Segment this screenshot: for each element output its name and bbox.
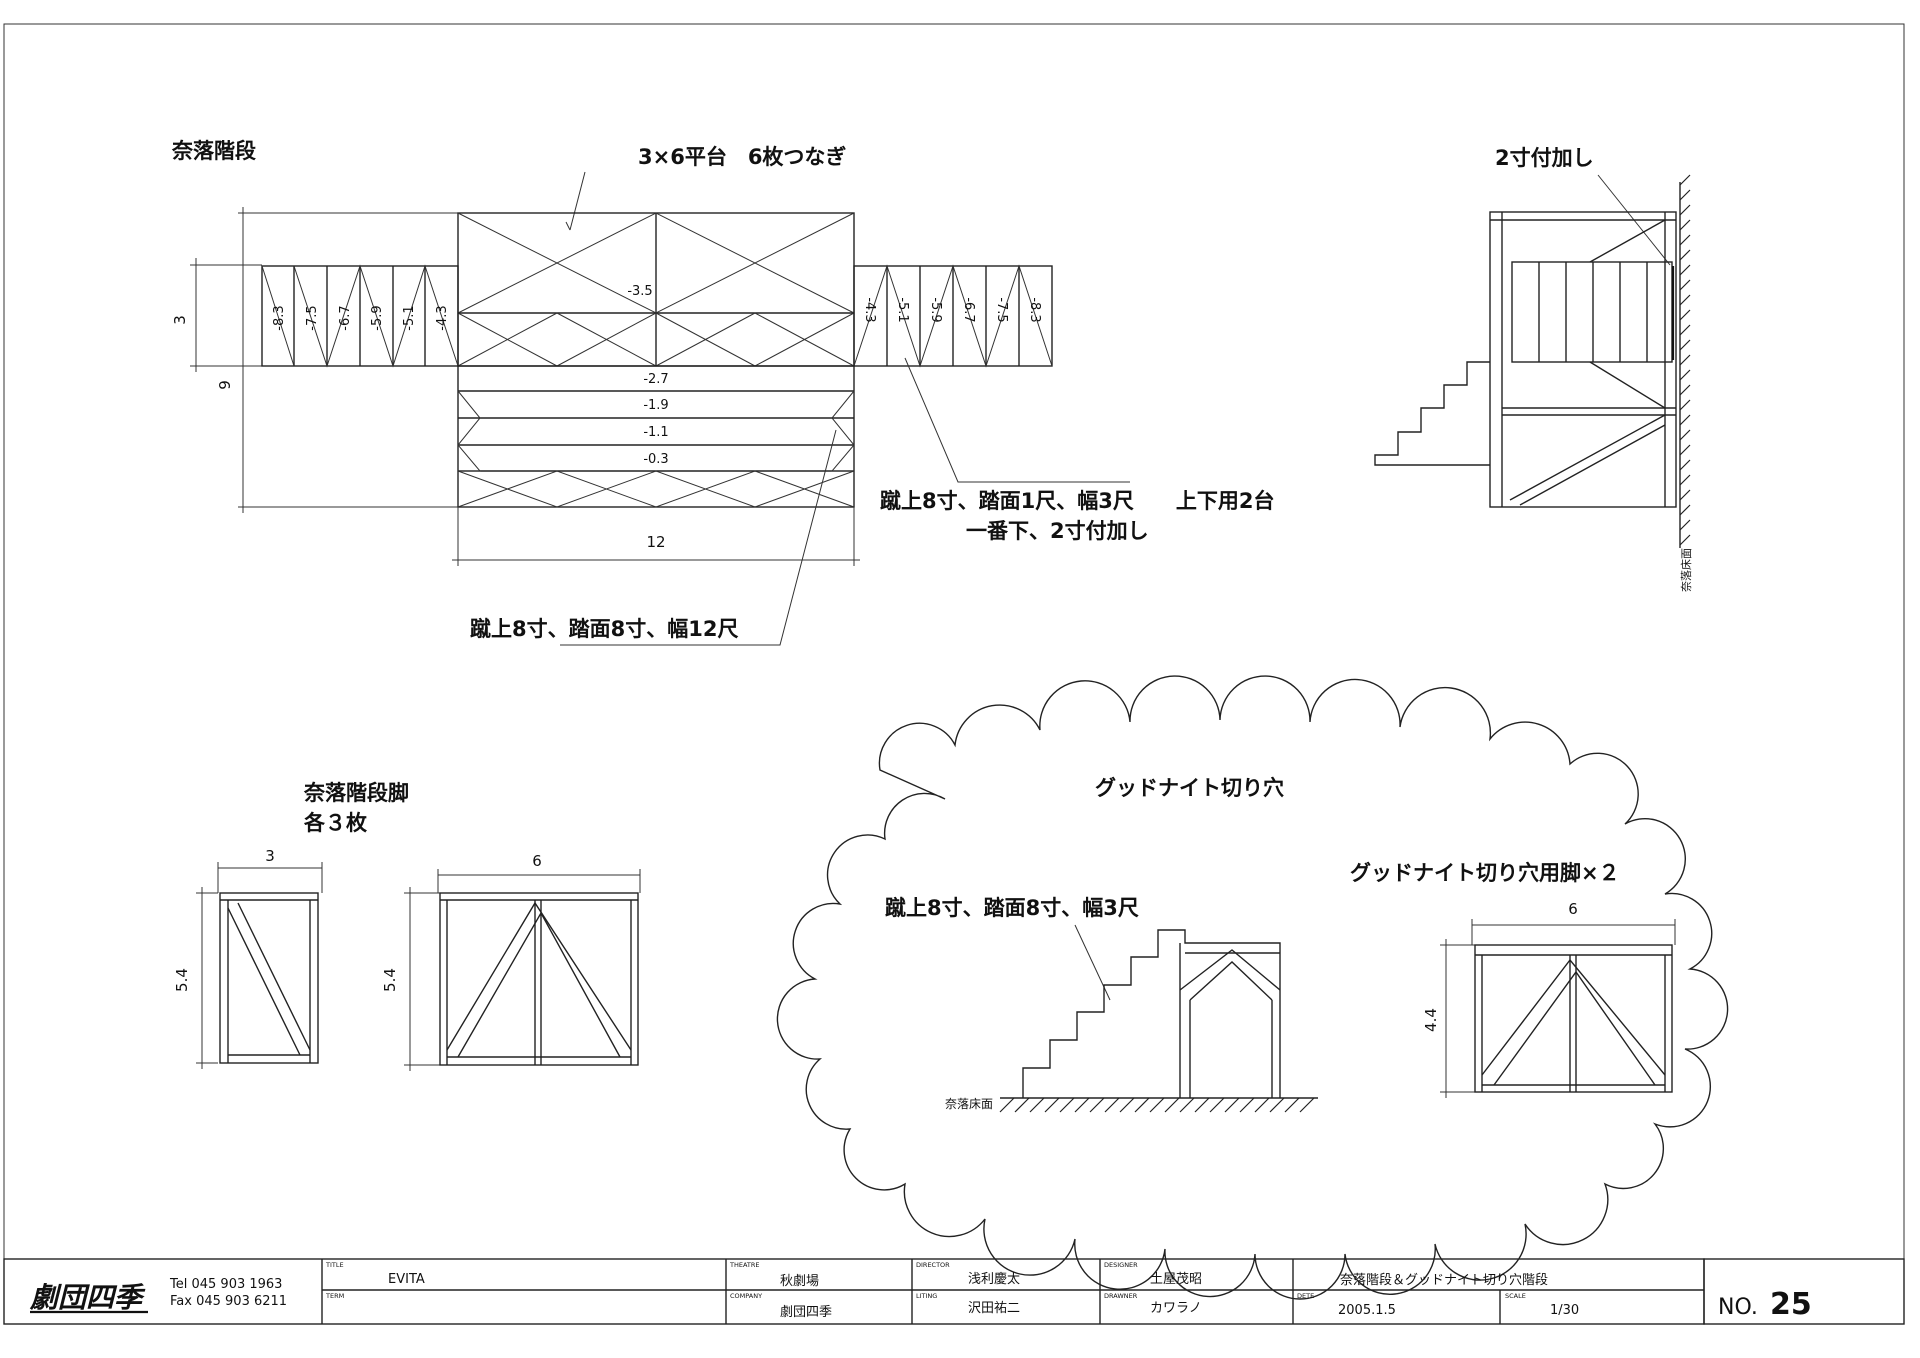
left-step-level: -5.1	[402, 305, 417, 330]
leg2-width: 6	[532, 852, 542, 870]
sheet-number-label: NO.	[1718, 1295, 1758, 1320]
cloud-stair-note: 蹴上8寸、踏面8寸、幅3尺	[885, 896, 1139, 920]
theatre-caption: THEATRE	[729, 1261, 760, 1269]
date-caption: DETE	[1297, 1292, 1314, 1300]
sheet-number: 25	[1770, 1287, 1812, 1322]
scale-caption: SCALE	[1505, 1292, 1526, 1300]
left-step-level: -8.3	[272, 305, 287, 330]
drawer-caption: DRAWNER	[1104, 1292, 1138, 1300]
left-step-level: -5.9	[370, 305, 385, 330]
front-step-level: -0.3	[643, 452, 668, 467]
tel-text: Tel 045 903 1963	[169, 1277, 282, 1292]
right-stair	[853, 264, 1053, 368]
leg1-width: 3	[265, 847, 275, 865]
legs-title-line1: 奈落階段脚	[303, 781, 409, 805]
drawer-value: カワラノ	[1150, 1301, 1202, 1316]
title-nara-stairs: 奈落階段	[171, 139, 256, 163]
note-front-stair: 蹴上8寸、踏面8寸、幅12尺	[470, 617, 738, 641]
fax-text: Fax 045 903 6211	[170, 1294, 287, 1309]
center-level: -3.5	[627, 284, 652, 299]
front-step-level: -2.7	[643, 372, 668, 387]
term-caption: TERM	[325, 1292, 344, 1300]
right-step-level: -5.9	[928, 297, 943, 322]
right-step-level: -5.1	[895, 297, 910, 322]
leg1-height: 5.4	[173, 968, 191, 992]
designer-caption: DESIGNER	[1104, 1261, 1138, 1269]
note-side-stair-line2: 一番下、2寸付加し	[966, 519, 1149, 543]
platform-leader	[569, 171, 586, 231]
leg-frame-6x5.4	[439, 892, 639, 1066]
note-side-stair-line1: 蹴上8寸、踏面1尺、幅3尺 上下用2台	[880, 489, 1274, 513]
cloud-leg-frame	[1474, 944, 1673, 1093]
cloud-leg-title: グッドナイト切り穴用脚×２	[1350, 861, 1620, 885]
theatre-value: 秋劇場	[780, 1274, 819, 1289]
left-stair	[261, 264, 459, 368]
left-step-level: -7.5	[305, 305, 320, 330]
platform-label: 3×6平台 6枚つなぎ	[638, 145, 846, 169]
scale-value: 1/30	[1550, 1303, 1579, 1318]
lighting-value: 沢田祐二	[968, 1301, 1020, 1316]
title-block	[3, 1258, 1905, 1325]
company-value: 劇団四季	[780, 1305, 832, 1320]
cloud-stair	[999, 929, 1318, 1113]
right-step-level: -4.3	[862, 297, 877, 322]
leg-frame-3x5.4	[219, 892, 319, 1064]
leg2-height: 5.4	[381, 968, 399, 992]
cloud-leg-height: 4.4	[1422, 1008, 1440, 1032]
dim-9-label: 9	[216, 380, 234, 390]
dim-3-label: 3	[171, 315, 189, 325]
front-stair	[457, 365, 855, 508]
director-value: 浅利慶太	[968, 1272, 1020, 1287]
front-step-level: -1.9	[643, 398, 668, 413]
company-logo: 劇団四季	[29, 1281, 146, 1314]
left-step-level: -4.3	[435, 305, 450, 330]
left-step-level: -6.7	[338, 305, 353, 330]
right-step-level: -7.5	[994, 297, 1009, 322]
sheet-title: 奈落階段＆グッドナイト切り穴階段	[1340, 1273, 1548, 1288]
right-step-level: -8.3	[1027, 297, 1042, 322]
legs-title-line2: 各３枚	[303, 811, 368, 835]
designer-value: 土屋茂昭	[1150, 1272, 1202, 1287]
side-section	[1374, 174, 1691, 548]
cloud-outline	[776, 675, 1729, 1300]
sheet-border	[3, 23, 1905, 1325]
director-caption: DIRECTOR	[916, 1261, 950, 1269]
cloud-title: グッドナイト切り穴	[1095, 776, 1284, 800]
front-step-level: -1.1	[643, 425, 668, 440]
floor-label-vertical: 奈落床面	[1679, 548, 1693, 592]
date-value: 2005.1.5	[1338, 1303, 1396, 1318]
title-caption: TITLE	[325, 1261, 344, 1269]
cloud-leg-width: 6	[1568, 900, 1578, 918]
lighting-caption: LITING	[916, 1292, 937, 1300]
dim-12-label: 12	[646, 533, 665, 551]
add-2sun-label: 2寸付加し	[1495, 146, 1594, 170]
title-value: EVITA	[388, 1272, 425, 1287]
cloud-floor-label: 奈落床面	[945, 1097, 993, 1111]
company-caption: COMPANY	[730, 1292, 762, 1300]
right-step-level: -6.7	[961, 297, 976, 322]
